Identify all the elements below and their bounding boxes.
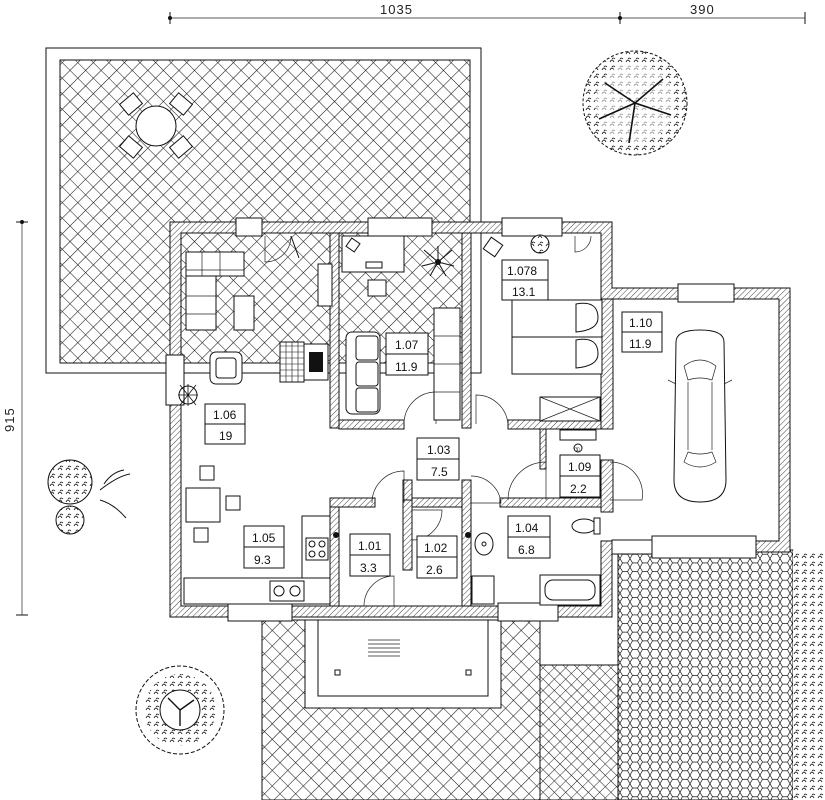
- dimension-label-915: 915: [2, 407, 17, 432]
- meter-symbol: ①: [574, 446, 580, 454]
- desk-icon: [341, 235, 405, 297]
- window: [611, 539, 653, 555]
- doormat-icon: [368, 639, 400, 657]
- sofa-icon: [345, 331, 381, 415]
- house-walls: [165, 217, 791, 622]
- boiler-icon: ①: [559, 429, 597, 454]
- driveway: [617, 549, 825, 800]
- nightstand: [482, 236, 504, 258]
- window: [235, 217, 263, 237]
- dimension-label-1035: 1035: [380, 2, 413, 17]
- wardrobe: [433, 307, 461, 421]
- pipe-marker: [465, 532, 471, 538]
- garage-door: [651, 535, 757, 559]
- svg-text:1.078: 1.078: [507, 264, 537, 278]
- dimension-label-390: 390: [690, 2, 715, 17]
- dimension-top: 1035 390: [168, 2, 806, 24]
- room-label-1-03: 1.03 7.5: [416, 437, 460, 481]
- car-icon: [667, 329, 733, 503]
- cabinet: [471, 575, 495, 605]
- room-label-1-02: 1.02 2.6: [416, 535, 458, 579]
- table-chairs-icon: [185, 465, 241, 543]
- pipe-marker: [333, 532, 339, 538]
- tree-icon: [582, 50, 688, 156]
- bathtub-icon: [539, 574, 601, 606]
- window: [227, 602, 293, 622]
- room-label-1-10: 1.10 11.9: [621, 311, 663, 353]
- svg-text:1.10: 1.10: [629, 316, 653, 330]
- svg-text:1.05: 1.05: [252, 531, 276, 545]
- entrance-pavement: [261, 619, 619, 800]
- shrub-icon: [47, 459, 131, 535]
- fireplace-icon: [279, 341, 329, 383]
- svg-text:19: 19: [219, 429, 233, 443]
- tree-icon: [135, 665, 225, 755]
- toilet-icon: [571, 517, 601, 535]
- svg-text:2.2: 2.2: [570, 482, 587, 496]
- svg-text:1.04: 1.04: [515, 521, 539, 535]
- svg-text:7.5: 7.5: [431, 465, 448, 479]
- room-label-1-04: 1.04 6.8: [507, 515, 551, 559]
- staircase-icon: [539, 396, 601, 422]
- window: [497, 602, 559, 622]
- svg-text:11.9: 11.9: [629, 337, 652, 351]
- stove-icon: [305, 537, 329, 561]
- sink-icon: [474, 532, 494, 556]
- svg-text:6.8: 6.8: [518, 543, 535, 557]
- plant-icon: [530, 234, 550, 254]
- room-label-1-05: 1.05 9.3: [243, 525, 285, 569]
- window: [501, 217, 563, 237]
- table-chairs-icon: [118, 92, 194, 159]
- terrace: [45, 47, 482, 374]
- room-label-1-01: 1.01 3.3: [349, 533, 391, 577]
- svg-text:1.01: 1.01: [358, 539, 382, 553]
- svg-text:1.07: 1.07: [395, 338, 419, 352]
- svg-text:13.1: 13.1: [512, 285, 536, 299]
- svg-text:1.03: 1.03: [427, 443, 451, 457]
- plant-icon: [421, 246, 455, 277]
- window: [677, 283, 735, 303]
- svg-text:2.6: 2.6: [426, 563, 443, 577]
- room-label-1-07: 1.07 11.9: [385, 332, 429, 376]
- svg-text:1.06: 1.06: [213, 408, 237, 422]
- coffee-table: [233, 295, 255, 331]
- armchair-icon: [209, 351, 243, 385]
- svg-text:1.02: 1.02: [424, 541, 448, 555]
- dimension-left: 915: [2, 220, 28, 616]
- sink-icon: [269, 580, 305, 602]
- svg-text:9.3: 9.3: [254, 553, 271, 567]
- window: [367, 217, 433, 237]
- svg-text:1.09: 1.09: [568, 460, 592, 474]
- plant-icon: [178, 384, 198, 406]
- room-label-1-06: 1.06 19: [204, 403, 246, 445]
- window: [165, 354, 185, 406]
- bed-icon: [511, 299, 603, 375]
- svg-text:11.9: 11.9: [395, 360, 418, 374]
- room-label-1-09: 1.09 2.2: [559, 454, 601, 498]
- shelf: [317, 263, 333, 307]
- sofa-icon: [185, 251, 245, 331]
- svg-text:3.3: 3.3: [360, 561, 377, 575]
- room-label-1-078: 1.078 13.1: [501, 259, 549, 301]
